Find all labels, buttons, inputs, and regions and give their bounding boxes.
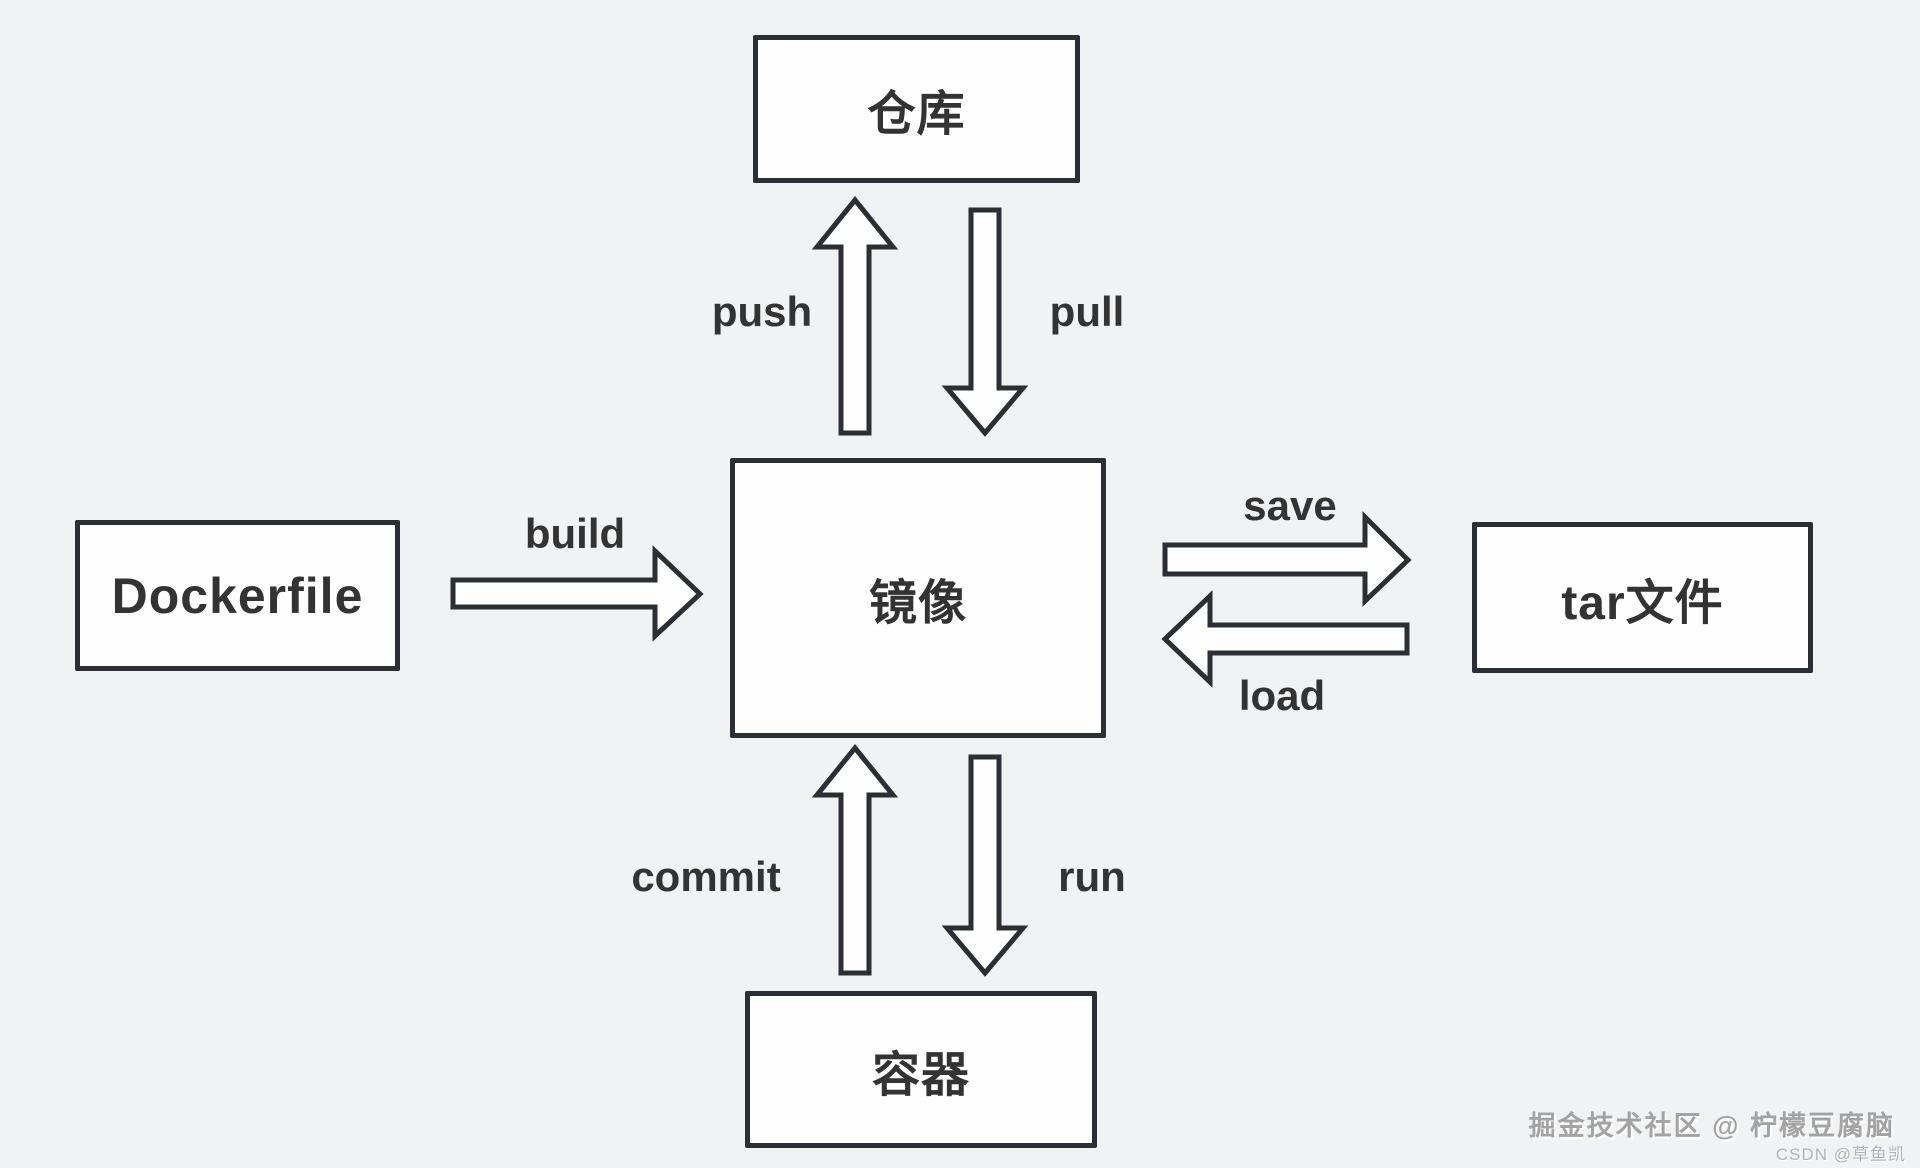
- watermark-juejin: 掘金技术社区 @ 柠檬豆腐脑: [1528, 1111, 1895, 1141]
- save-arrow: [1162, 510, 1412, 607]
- build-label: build: [524, 510, 626, 557]
- load-arrow: [1161, 590, 1410, 688]
- run-arrow: [941, 754, 1029, 977]
- node-image-label: 镜像: [868, 577, 967, 630]
- node-container-label: 容器: [871, 1048, 970, 1102]
- node-dockerfile-label: Dockerfile: [111, 567, 364, 624]
- commit-label: commit: [631, 853, 781, 900]
- node-image: 镜像: [730, 458, 1106, 738]
- commit-arrow: [811, 744, 899, 976]
- push-arrow: [811, 196, 899, 436]
- node-dockerfile: Dockerfile: [75, 520, 400, 671]
- pull-label: pull: [1049, 288, 1125, 335]
- node-repository: 仓库: [753, 35, 1080, 183]
- save-label: save: [1243, 482, 1337, 529]
- node-container: 容器: [745, 991, 1097, 1148]
- run-label: run: [1058, 853, 1126, 900]
- pull-arrow: [941, 207, 1029, 437]
- node-repository-label: 仓库: [867, 88, 966, 141]
- watermark-csdn: CSDN @草鱼凯: [1775, 1145, 1906, 1164]
- push-label: push: [711, 288, 813, 335]
- node-tar-file-label: tar文件: [1561, 576, 1724, 630]
- load-label: load: [1238, 672, 1326, 719]
- node-tar-file: tar文件: [1472, 522, 1813, 673]
- build-arrow: [450, 545, 704, 642]
